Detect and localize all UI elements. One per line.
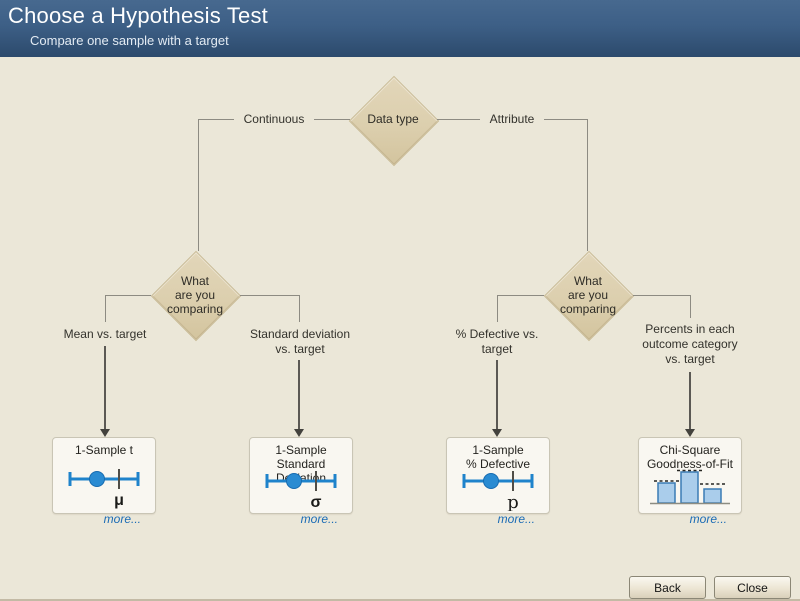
connector-left-drop <box>198 119 199 251</box>
elbow-defective-v <box>497 295 498 322</box>
elbow-percents-v <box>690 295 691 318</box>
connector-right-drop <box>587 119 588 251</box>
interval-plot-icon: σ <box>265 471 337 511</box>
more-link-chi-square-gof[interactable]: more... <box>689 512 727 526</box>
elbow-percents-h <box>633 295 691 296</box>
interval-plot-icon: p <box>462 471 534 511</box>
bar-chart-icon <box>650 469 730 505</box>
branch-continuous-label: Continuous <box>233 111 315 127</box>
arrow-mean-line <box>104 346 106 430</box>
outcome-stdev-label: Standard deviation vs. target <box>249 327 351 356</box>
card-chi-square-gof[interactable]: Chi-Square Goodness-of-Fit <box>638 437 742 514</box>
card-1-sample-t-title: 1-Sample t <box>74 443 134 457</box>
mu-symbol: μ <box>114 492 124 509</box>
elbow-stdev-h <box>240 295 300 296</box>
more-link-1-sample-t[interactable]: more... <box>103 512 141 526</box>
outcome-defective-label: % Defective vs. target <box>455 327 539 356</box>
arrow-percents-line <box>689 372 691 430</box>
data-type-label: Data type <box>367 112 419 126</box>
elbow-stdev-v <box>299 295 300 322</box>
outcome-mean-label: Mean vs. target <box>63 327 147 341</box>
elbow-mean-h <box>105 295 151 296</box>
elbow-mean-v <box>105 295 106 322</box>
card-1-sample-defective-title: 1-Sample % Defective <box>465 443 531 471</box>
comparing-left-label: What are you comparing <box>166 274 224 316</box>
branch-continuous: Continuous <box>198 111 350 127</box>
card-1-sample-defective[interactable]: 1-Sample % Defective p <box>446 437 550 514</box>
branch-attribute: Attribute <box>437 111 587 127</box>
p-symbol: p <box>507 492 519 511</box>
window-bottom-edge <box>0 599 800 601</box>
header-banner: Choose a Hypothesis Test Compare one sam… <box>0 0 800 57</box>
comparing-right-label: What are you comparing <box>559 274 617 316</box>
arrow-percents-head <box>685 429 695 437</box>
back-button[interactable]: Back <box>629 576 706 599</box>
page-subtitle: Compare one sample with a target <box>30 33 229 48</box>
outcome-percents-label: Percents in each outcome category vs. ta… <box>642 322 738 366</box>
card-1-sample-stdev[interactable]: 1-Sample Standard Deviation σ <box>249 437 353 514</box>
page-title: Choose a Hypothesis Test <box>8 3 268 28</box>
more-link-1-sample-defective[interactable]: more... <box>497 512 535 526</box>
sigma-symbol: σ <box>311 494 322 511</box>
card-chi-square-gof-title: Chi-Square Goodness-of-Fit <box>646 443 734 471</box>
arrow-defective-line <box>496 360 498 430</box>
close-button[interactable]: Close <box>714 576 791 599</box>
interval-plot-icon: μ <box>68 469 140 509</box>
arrow-stdev-line <box>298 360 300 430</box>
elbow-defective-h <box>497 295 544 296</box>
branch-attribute-label: Attribute <box>479 111 545 127</box>
arrow-mean-head <box>100 429 110 437</box>
card-1-sample-t[interactable]: 1-Sample t μ <box>52 437 156 514</box>
more-link-1-sample-stdev[interactable]: more... <box>300 512 338 526</box>
arrow-defective-head <box>492 429 502 437</box>
arrow-stdev-head <box>294 429 304 437</box>
